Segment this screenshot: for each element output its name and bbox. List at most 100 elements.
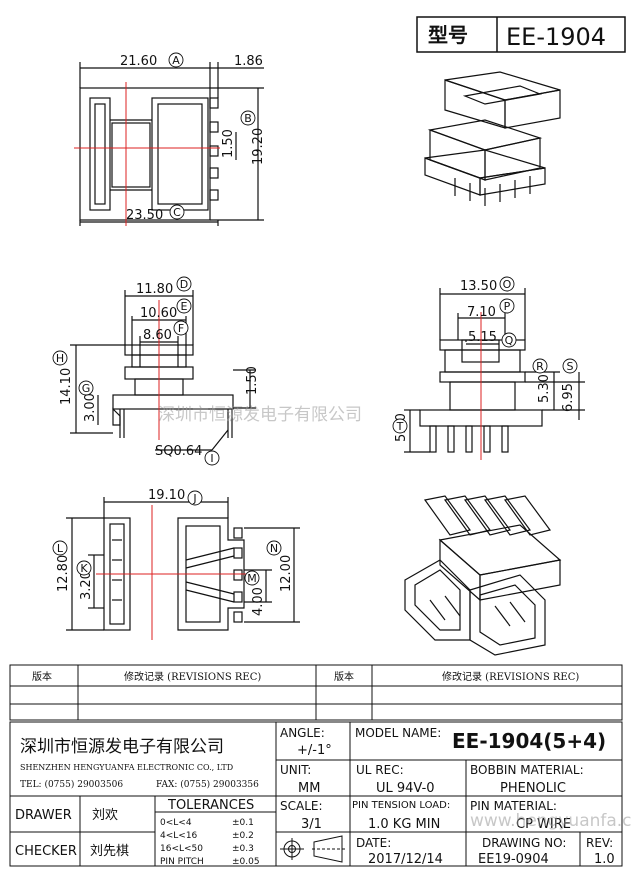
dim-F-value: 8.60 bbox=[143, 328, 172, 343]
rev-value: 1.0 bbox=[594, 852, 615, 867]
marker-s: S bbox=[562, 358, 578, 374]
tolerance-value-1: ±0.1 bbox=[232, 818, 254, 828]
date-label: DATE: bbox=[356, 836, 391, 850]
tolerance-range-4: PIN PITCH bbox=[160, 857, 204, 867]
checker-name: 刘先棋 bbox=[90, 844, 129, 859]
angle-label: ANGLE: bbox=[280, 726, 325, 740]
company-name-en: SHENZHEN HENGYUANFA ELECTRONIC CO., LTD bbox=[20, 763, 233, 772]
marker-i: I bbox=[204, 450, 220, 466]
pin-material-label: PIN MATERIAL: bbox=[470, 799, 557, 813]
watermark-url: www.hengyuanfa.cn bbox=[470, 811, 632, 831]
top-view-centerlines bbox=[74, 82, 220, 226]
pin-tension-value: 1.0 KG MIN bbox=[368, 817, 440, 832]
type-label: 型号 bbox=[428, 23, 468, 47]
marker-circle bbox=[168, 52, 184, 68]
company-name-cn: 深圳市恒源发电子有限公司 bbox=[20, 737, 224, 757]
marker-circle bbox=[76, 560, 92, 576]
drawing-no-value: EE19-0904 bbox=[478, 852, 549, 867]
marker-circle bbox=[176, 298, 192, 314]
marker-j: J bbox=[187, 490, 203, 506]
ul-value: UL 94V-0 bbox=[376, 781, 435, 796]
marker-letter: G bbox=[82, 382, 91, 395]
marker-circle bbox=[562, 358, 578, 374]
dim-pitch-side: 1.50 bbox=[245, 366, 260, 395]
dim-L-value: 12.80 bbox=[56, 555, 71, 592]
marker-circle bbox=[173, 320, 189, 336]
projection-symbol bbox=[280, 835, 346, 863]
header-box bbox=[416, 16, 626, 53]
marker-circle bbox=[204, 450, 220, 466]
marker-letter: E bbox=[181, 300, 188, 313]
dim-D-value: 11.80 bbox=[136, 282, 173, 297]
marker-circle bbox=[266, 540, 282, 556]
dim-P-value: 7.10 bbox=[467, 305, 496, 320]
marker-p: P bbox=[499, 298, 515, 314]
dim-Q-value: 5.15 bbox=[468, 330, 497, 345]
bobbin-material-value: PHENOLIC bbox=[500, 781, 566, 796]
marker-o: O bbox=[499, 276, 515, 292]
marker-letter: K bbox=[80, 562, 88, 575]
marker-circle bbox=[244, 570, 260, 586]
company-fax: FAX: (0755) 29003356 bbox=[156, 779, 259, 790]
model-name-label: MODEL NAME: bbox=[355, 726, 441, 740]
dim-M-value: 4.00 bbox=[251, 587, 266, 616]
marker-b: B bbox=[240, 110, 256, 126]
tolerance-value-3: ±0.3 bbox=[232, 844, 254, 854]
marker-letter: F bbox=[178, 322, 184, 335]
marker-circle bbox=[52, 350, 68, 366]
header-model: EE-1904 bbox=[506, 23, 606, 51]
watermark: 深圳市恒源发电子有限公司 bbox=[158, 405, 362, 425]
unit-value: MM bbox=[298, 781, 320, 796]
dim-H-value: 14.10 bbox=[59, 368, 74, 405]
bobbin-material-label: BOBBIN MATERIAL: bbox=[470, 763, 584, 777]
dim-A-value: 21.60 bbox=[120, 54, 157, 69]
iso-view-lower bbox=[404, 495, 562, 656]
marker-letter: D bbox=[180, 278, 188, 291]
marker-letter: B bbox=[244, 112, 252, 125]
rev-version-header-left: 版本 bbox=[32, 670, 52, 683]
pin-material-value: CP WIRE bbox=[516, 817, 571, 832]
marker-circle bbox=[78, 380, 94, 396]
marker-letter: M bbox=[247, 572, 257, 585]
marker-circle bbox=[392, 418, 408, 434]
marker-h: H bbox=[52, 350, 68, 366]
dim-pitch-top: 1.50 bbox=[221, 129, 236, 158]
marker-circle bbox=[532, 358, 548, 374]
dim-K-value: 3.20 bbox=[79, 571, 94, 600]
dim-top-pin-offset: 1.86 bbox=[234, 54, 263, 69]
marker-e: E bbox=[176, 298, 192, 314]
scale-value: 3/1 bbox=[301, 817, 322, 832]
bottom-view-centerlines bbox=[96, 505, 250, 640]
tolerance-range-2: 4<L<16 bbox=[160, 831, 198, 841]
rev-label: REV: bbox=[586, 836, 613, 850]
marker-letter: N bbox=[270, 542, 278, 555]
marker-circle bbox=[240, 110, 256, 126]
marker-circle bbox=[176, 276, 192, 292]
marker-q: Q bbox=[501, 332, 517, 348]
drawer-name: 刘欢 bbox=[92, 808, 118, 823]
marker-circle bbox=[501, 332, 517, 348]
unit-label: UNIT: bbox=[280, 763, 311, 777]
dim-I-value: SQ0.64 bbox=[155, 444, 202, 459]
marker-letter: C bbox=[173, 206, 181, 219]
dim-B-value: 19.20 bbox=[251, 128, 266, 165]
marker-r: R bbox=[532, 358, 548, 374]
marker-circle bbox=[187, 490, 203, 506]
marker-n: N bbox=[266, 540, 282, 556]
marker-letter: S bbox=[567, 360, 574, 373]
marker-letter: L bbox=[57, 542, 64, 555]
marker-d: D bbox=[176, 276, 192, 292]
model-name-value: EE-1904(5+4) bbox=[452, 729, 606, 753]
marker-letter: I bbox=[210, 452, 213, 465]
revision-table bbox=[9, 664, 623, 721]
dim-S-value: 6.95 bbox=[561, 383, 576, 412]
drawer-label: DRAWER bbox=[15, 808, 72, 823]
top-view bbox=[79, 62, 264, 226]
rev-version-header-right: 版本 bbox=[334, 670, 354, 683]
marker-m: M bbox=[244, 570, 260, 586]
marker-g: G bbox=[78, 380, 94, 396]
date-value: 2017/12/14 bbox=[368, 852, 443, 867]
angle-value: +/-1° bbox=[297, 743, 332, 758]
pin-tension-label: PIN TENSION LOAD: bbox=[352, 800, 450, 811]
